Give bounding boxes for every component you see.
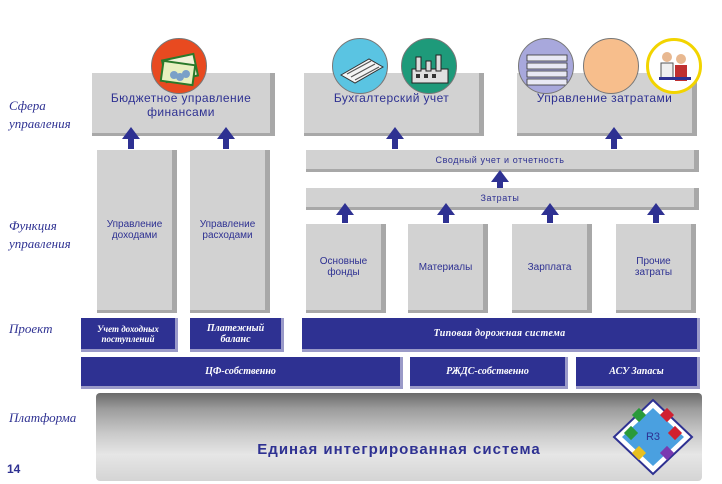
project-income-accounting: Учет доходных поступлений (81, 318, 178, 352)
page-number: 14 (7, 462, 21, 476)
keyboard-icon (332, 38, 388, 94)
blank-circle-icon (583, 38, 639, 94)
scientists-icon (646, 38, 702, 94)
label-function: Функция управления (9, 218, 71, 251)
project-payment-balance: Платежный баланс (190, 318, 284, 352)
platform-name: Единая интегрированная система (257, 441, 541, 458)
project-rzhds-own: РЖДС-собственно (410, 357, 568, 389)
label-platform: Платформа (9, 410, 77, 425)
consolidated-label: Сводный учет и отчетность (435, 154, 565, 165)
project-cf-own: ЦФ-собственно (81, 357, 403, 389)
function-income-label: Управление доходами (106, 219, 163, 241)
costs-bar: Затраты (306, 188, 699, 210)
function-salary: Зарплата (512, 224, 592, 313)
function-materials-label: Материалы (418, 261, 473, 273)
function-fixed-assets-label: Основные фонды (319, 256, 368, 278)
function-expenses: Управление расходами (190, 150, 270, 313)
function-materials: Материалы (408, 224, 488, 313)
project-road-system: Типовая дорожная система (302, 318, 700, 352)
project-rzhds-own-label: РЖДС-собственно (446, 366, 529, 377)
svg-text:R3: R3 (646, 431, 660, 443)
factory-icon (401, 38, 457, 94)
accounting-title: Бухгалтерский учет (333, 91, 450, 105)
project-road-system-label: Типовая дорожная система (433, 328, 566, 339)
label-project: Проект (9, 321, 53, 336)
project-income-accounting-label: Учет доходных поступлений (97, 323, 159, 344)
budget-title: Бюджетное управление финансами (110, 91, 252, 119)
function-other-costs: Прочие затраты (616, 224, 696, 313)
project-asu-stock: АСУ Запасы (576, 357, 700, 389)
project-cf-own-label: ЦФ-собственно (205, 366, 276, 377)
r3-logo-icon: R3 (612, 398, 694, 476)
project-asu-stock-label: АСУ Запасы (609, 366, 664, 377)
money-icon (151, 38, 207, 94)
function-fixed-assets: Основные фонды (306, 224, 386, 313)
label-sphere: Сфера управления (9, 98, 71, 131)
function-income: Управление доходами (97, 150, 177, 313)
costs-bar-label: Затраты (480, 192, 520, 203)
platform-box: Единая интегрированная система (96, 393, 702, 481)
function-salary-label: Зарплата (527, 261, 572, 273)
project-payment-balance-label: Платежный баланс (206, 322, 265, 345)
accounting-box: Бухгалтерский учет (304, 73, 484, 136)
server-racks-icon (518, 38, 574, 94)
costs-title: Управление затратами (536, 91, 673, 105)
function-other-costs-label: Прочие затраты (634, 256, 673, 278)
consolidated-bar: Сводный учет и отчетность (306, 150, 699, 172)
function-expenses-label: Управление расходами (199, 219, 256, 241)
